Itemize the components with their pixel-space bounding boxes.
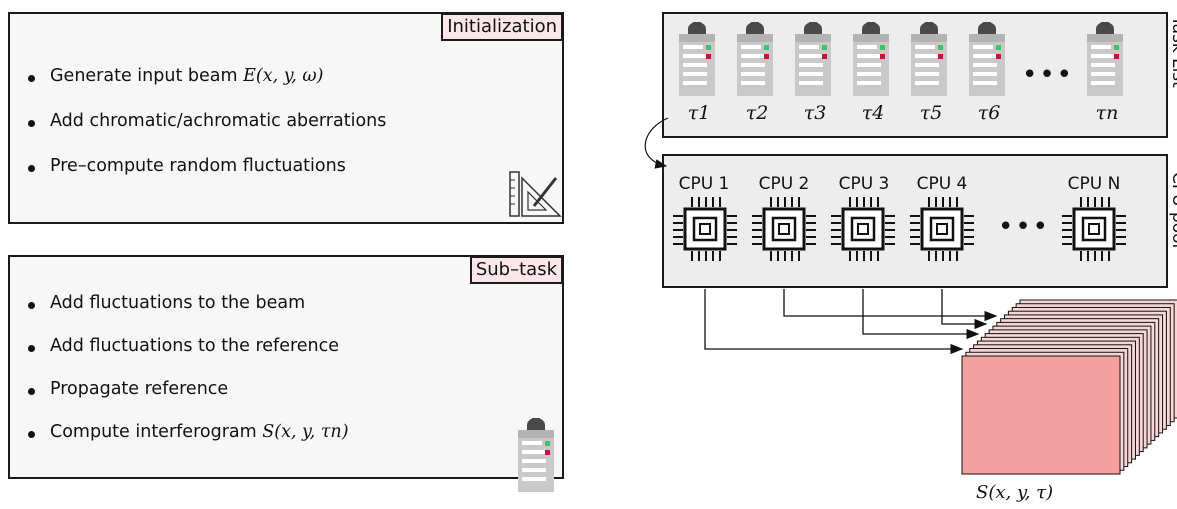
clipboard-icon <box>1087 22 1123 96</box>
cpu-chip-icon <box>1060 195 1128 263</box>
clipboard-icon <box>795 22 831 96</box>
item-text: Compute interferogram <box>50 422 257 442</box>
task-label: τ2 <box>745 102 769 124</box>
dispatch-arrow <box>644 117 669 169</box>
output-label: S(x, y, τ) <box>976 482 1054 503</box>
task-label: τ3 <box>803 102 827 124</box>
item-text: Add chromatic/achromatic aberrations <box>50 111 387 131</box>
output-stack <box>961 299 1177 475</box>
cpu-label: CPU 2 <box>758 174 810 194</box>
output-frame <box>961 355 1121 475</box>
cpu-chip-icon <box>908 195 976 263</box>
clipboard-icon <box>969 22 1005 96</box>
list-item: Compute interferogram S(x, y, τn) <box>26 422 349 465</box>
cpu-ellipsis: ••• <box>998 212 1051 242</box>
clipboard-icon <box>911 22 947 96</box>
list-item: Propagate reference <box>26 379 349 422</box>
list-item: Add fluctuations to the reference <box>26 336 349 379</box>
list-item: Add fluctuations to the beam <box>26 293 349 336</box>
cpu3-connector <box>862 289 980 340</box>
initialization-panel: Initialization Generate input beam E(x, … <box>8 12 564 224</box>
task-label: τ1 <box>687 102 711 124</box>
task-label: τn <box>1095 102 1119 124</box>
task-label: τ5 <box>919 102 943 124</box>
item-text: Add fluctuations to the beam <box>50 293 306 313</box>
clipboard-icon <box>518 418 554 492</box>
initialization-list: Generate input beam E(x, y, ω) Add chrom… <box>26 66 386 201</box>
list-item: Add chromatic/achromatic aberrations <box>26 111 386 156</box>
clipboard-icon <box>853 22 889 96</box>
cpu-label: CPU 3 <box>838 174 890 194</box>
cpu2-connector <box>783 289 998 322</box>
task-ellipsis: ••• <box>1022 60 1075 90</box>
cpu4-connector <box>941 289 988 330</box>
item-text: Pre–compute random fluctuations <box>50 156 346 176</box>
item-math: S(x, y, τn) <box>262 422 349 442</box>
initialization-tag: Initialization <box>441 13 563 41</box>
clipboard-icon <box>737 22 773 96</box>
cpu-chip-icon <box>829 195 897 263</box>
item-text: Add fluctuations to the reference <box>50 336 340 356</box>
task-label: τ4 <box>861 102 885 124</box>
cpu-label: CPU 1 <box>678 174 730 194</box>
list-item: Generate input beam E(x, y, ω) <box>26 66 386 111</box>
cpu-chip-icon <box>750 195 818 263</box>
task-label: τ6 <box>977 102 1001 124</box>
cpu-label: CPU 4 <box>916 174 968 194</box>
subtask-panel: Sub–task Add fluctuations to the beam Ad… <box>8 255 564 479</box>
item-text: Generate input beam <box>50 66 238 86</box>
cpu-label: CPU N <box>1067 174 1121 194</box>
item-text: Propagate reference <box>50 379 229 399</box>
cpu1-connector <box>704 289 964 355</box>
subtask-tag: Sub–task <box>469 256 563 284</box>
cpu-chip-icon <box>671 195 739 263</box>
ruler-set-square-icon <box>509 171 562 217</box>
list-item: Pre–compute random fluctuations <box>26 156 386 201</box>
subtask-list: Add fluctuations to the beam Add fluctua… <box>26 293 349 465</box>
clipboard-icon <box>679 22 715 96</box>
item-math: E(x, y, ω) <box>243 66 324 86</box>
